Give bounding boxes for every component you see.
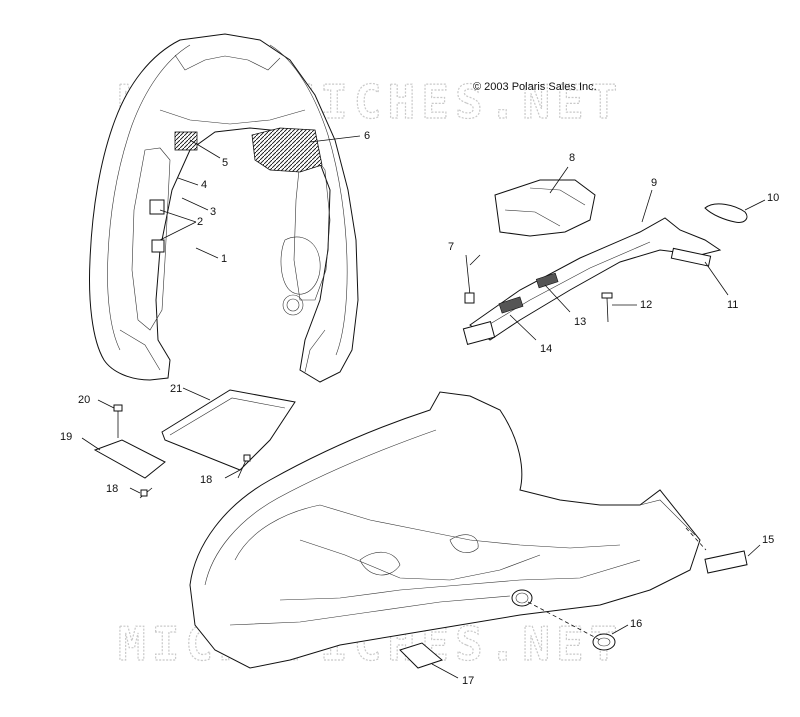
callout-18-b: 18 [200,474,212,486]
part-12-rivet [601,292,613,323]
callout-17: 17 [462,675,474,687]
part-10-wire [704,203,748,223]
part-18-fastener-a [139,487,153,499]
callout-12: 12 [640,299,652,311]
callout-16: 16 [630,618,642,630]
part-15-reflector [704,550,748,574]
copyright-text: © 2003 Polaris Sales Inc. [473,81,597,93]
callout-20: 20 [78,394,90,406]
callout-9: 9 [651,177,657,189]
callout-7: 7 [448,241,454,253]
part-7-bolt [464,254,475,304]
callout-6: 6 [364,130,370,142]
callout-2: 2 [197,216,203,228]
part-16-plug [592,633,616,651]
callout-21: 21 [170,383,182,395]
part-11-decal [670,247,712,267]
upper-hull [89,33,359,383]
callout-11: 11 [727,299,738,311]
callout-1: 1 [221,253,227,265]
callout-15: 15 [762,534,774,546]
part-17-plate [399,642,443,669]
part-9-support [462,217,722,345]
lower-hull [189,391,701,669]
part-18-fastener-b [237,454,251,479]
callout-18-a: 18 [106,483,118,495]
part-19-plate [93,439,166,479]
pad-5-left [174,131,198,151]
callout-10: 10 [767,192,779,204]
callout-13: 13 [574,316,586,328]
part-21-panel [161,389,296,471]
callout-3: 3 [210,206,216,218]
callout-14: 14 [540,343,552,355]
callout-19: 19 [60,431,72,443]
callout-5: 5 [222,157,228,169]
leader-lines [81,135,766,679]
pad-6 [251,127,323,173]
part-20-bolt [113,404,123,438]
callout-8: 8 [569,152,575,164]
part-8-cover [494,179,596,237]
callout-4: 4 [201,179,207,191]
